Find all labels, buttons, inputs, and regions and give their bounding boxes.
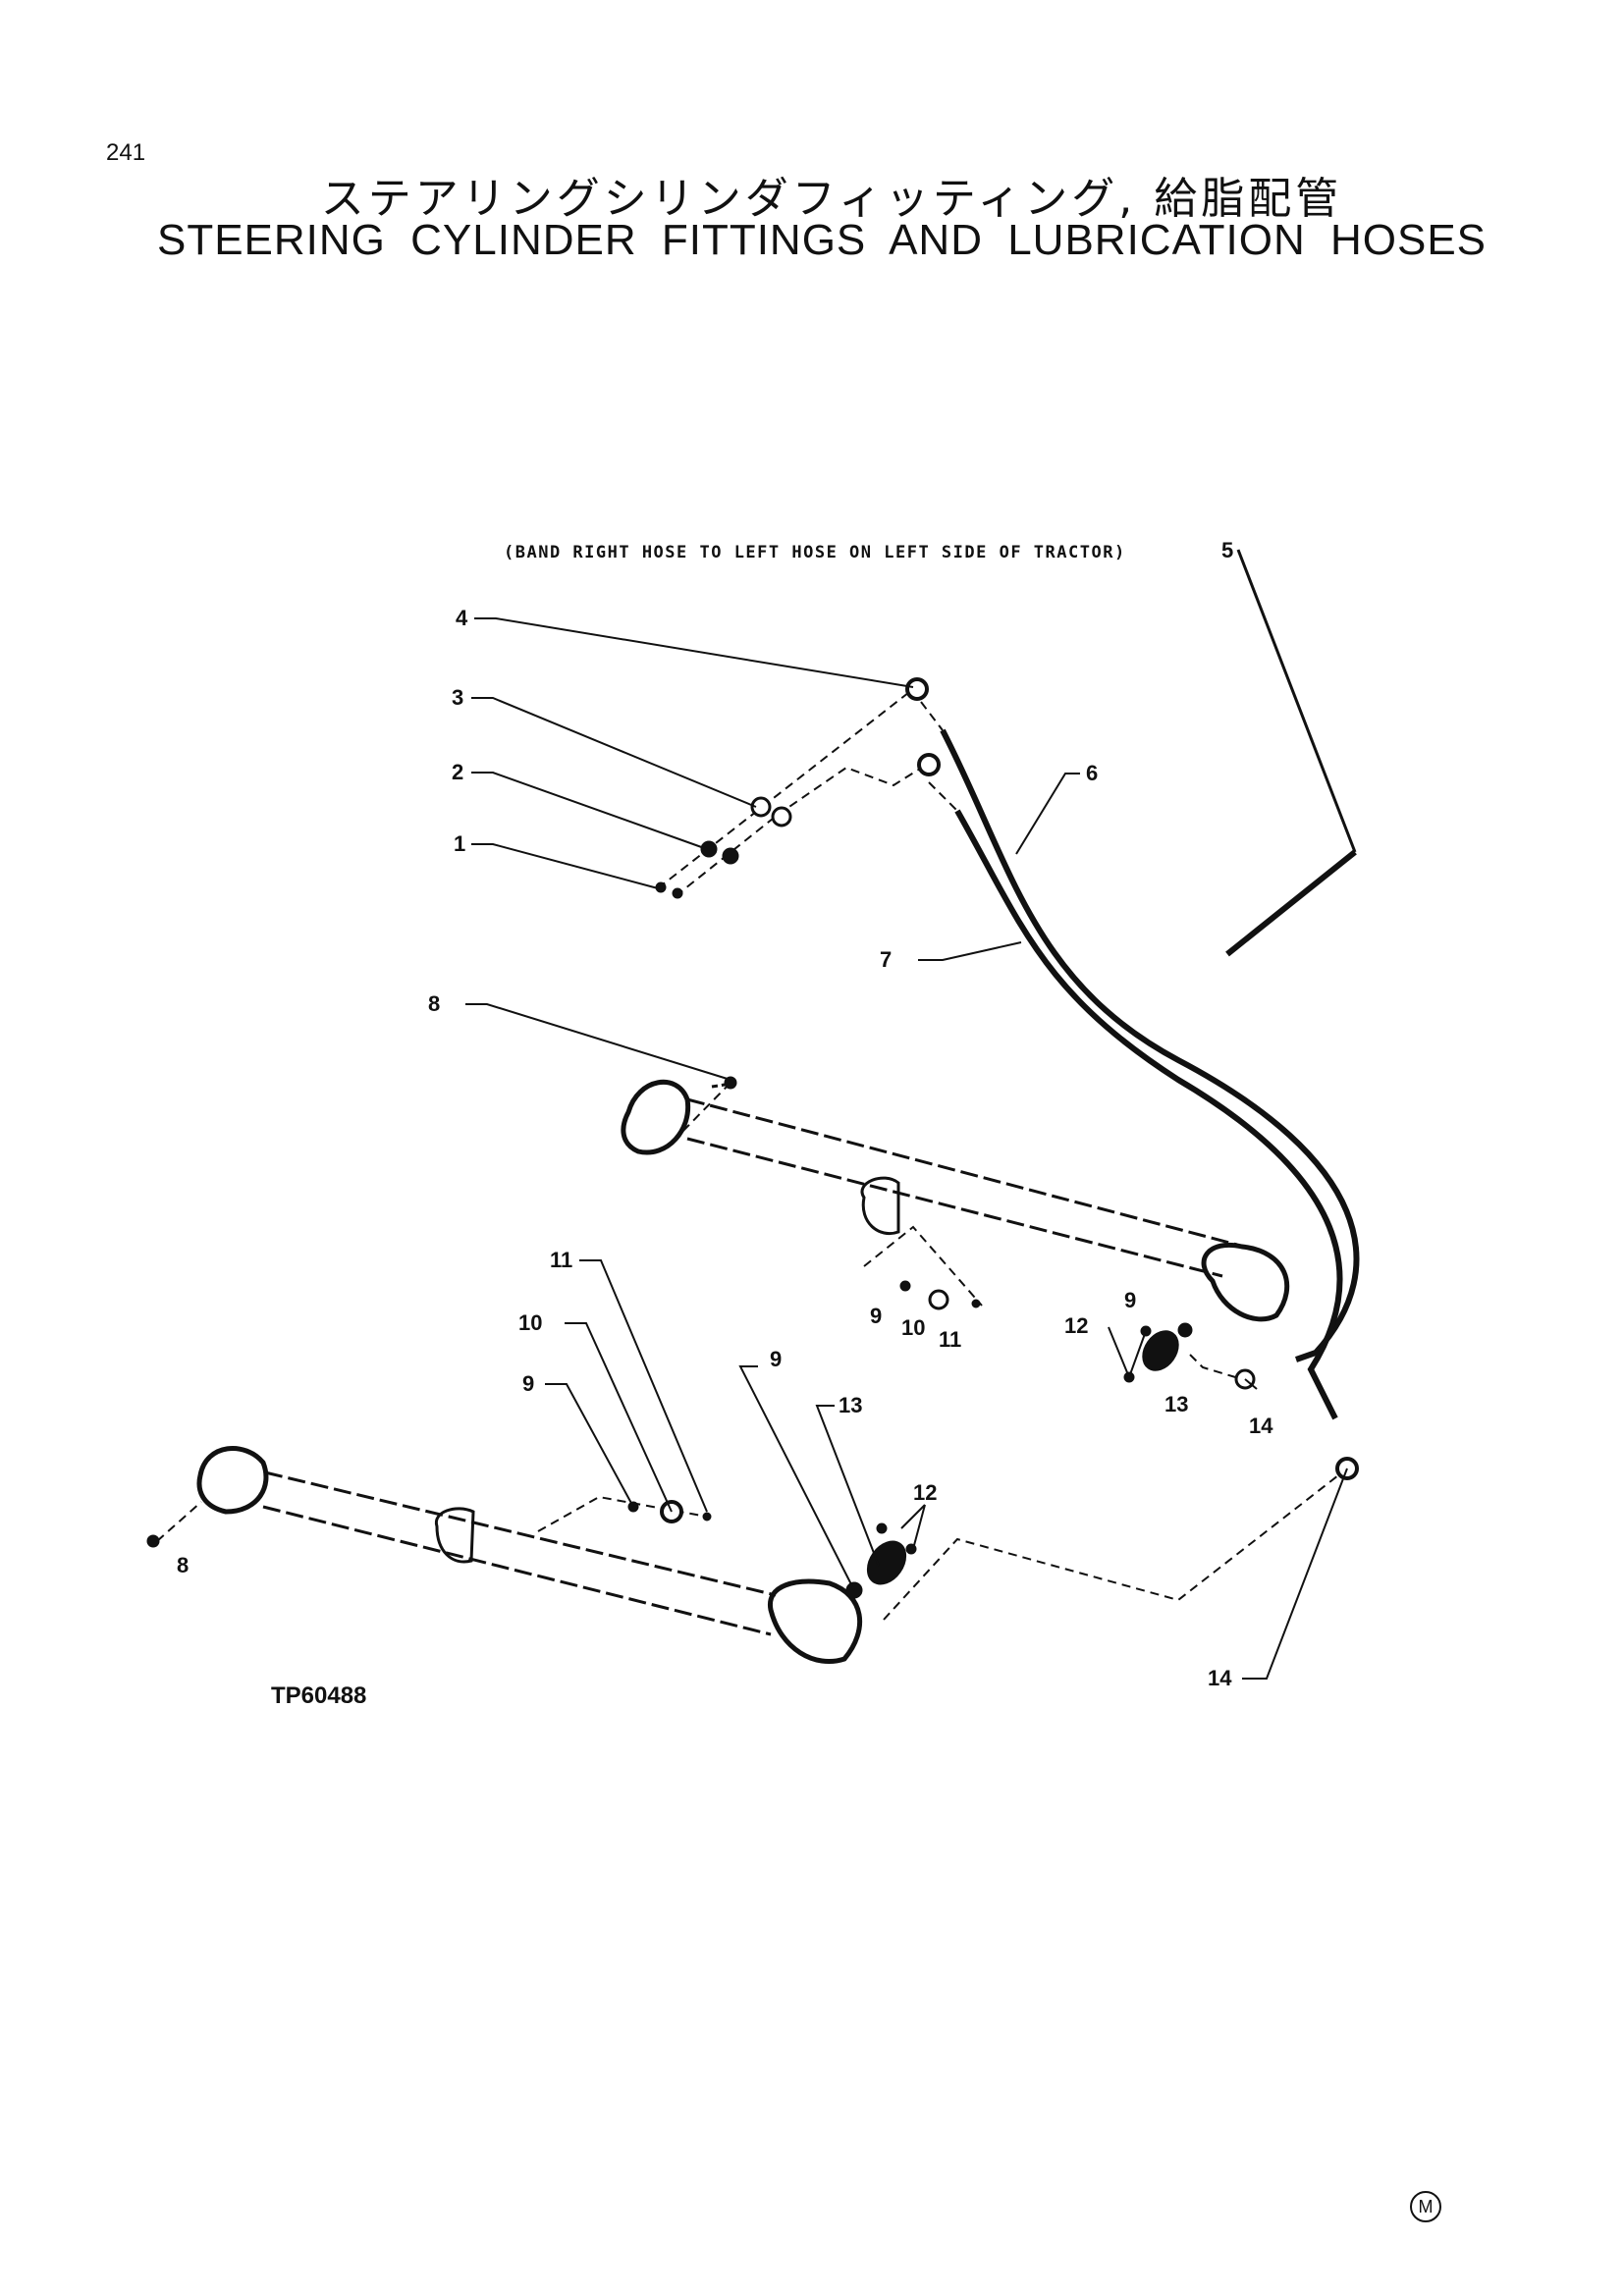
assembly-lines-lower	[156, 1225, 1348, 1621]
cylinder-lower	[196, 1446, 862, 1665]
callout-1: 1	[454, 831, 465, 856]
callout-9-a: 9	[870, 1304, 882, 1328]
callout-10-b: 10	[518, 1310, 542, 1335]
callout-13-b: 13	[839, 1393, 862, 1417]
cylinder-upper	[621, 1079, 1290, 1322]
callout-labels: 4 3 2 1 5 6 7 8 8 9 9 9 9 10 10 11 11 12…	[177, 538, 1273, 1690]
callout-3: 3	[452, 685, 463, 710]
callout-13-a: 13	[1164, 1392, 1188, 1416]
callout-5: 5	[1221, 538, 1233, 562]
callout-12-b: 12	[913, 1480, 937, 1505]
callout-14-a: 14	[1249, 1414, 1273, 1438]
small-fittings	[146, 1076, 1359, 1599]
callout-9-c: 9	[522, 1371, 534, 1396]
fittings-1-4	[655, 677, 941, 899]
callout-9-b: 9	[1124, 1288, 1136, 1312]
band-note: (BAND RIGHT HOSE TO LEFT HOSE ON LEFT SI…	[504, 543, 1126, 562]
assembly-lines-upper	[657, 688, 958, 1138]
callout-11-b: 11	[550, 1248, 572, 1272]
callout-4: 4	[456, 606, 468, 630]
callout-14-b: 14	[1208, 1666, 1232, 1690]
page-title-english: STEERING CYLINDER FITTINGS AND LUBRICATI…	[156, 216, 1488, 264]
callout-8-lower: 8	[177, 1553, 189, 1577]
callout-2: 2	[452, 760, 463, 784]
page-title-japanese: ステアリングシリンダフィッティング, 給脂配管	[320, 174, 1343, 224]
callout-8-upper: 8	[428, 991, 440, 1016]
leader-lines	[465, 617, 1348, 1680]
callout-9-d: 9	[770, 1347, 782, 1371]
callout-6: 6	[1086, 761, 1098, 785]
hose-7	[954, 809, 1343, 1420]
hose-5	[1225, 549, 1357, 957]
footer-mark: M	[1410, 2191, 1441, 2222]
hose-6	[940, 728, 1360, 1362]
page-number: 241	[106, 139, 146, 166]
callout-12-a: 12	[1064, 1313, 1088, 1338]
callout-11-a: 11	[939, 1327, 961, 1352]
callout-10-a: 10	[901, 1315, 925, 1340]
callout-7: 7	[880, 947, 892, 972]
figure-id: TP60488	[271, 1682, 366, 1709]
